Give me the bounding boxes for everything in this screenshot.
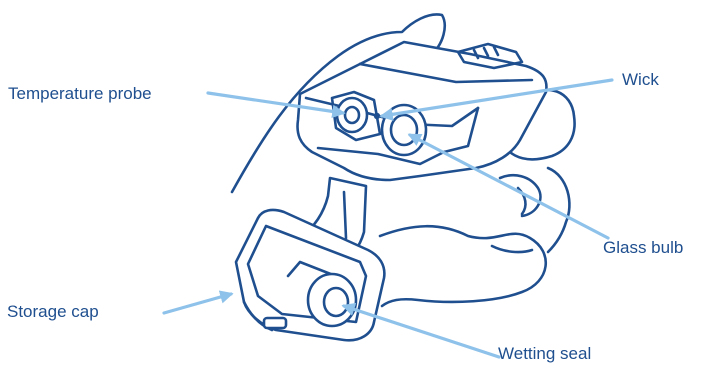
storage-cap-tab bbox=[262, 316, 288, 330]
temperature-probe-label: Temperature probe bbox=[8, 84, 152, 103]
temperature-probe-tip bbox=[343, 105, 361, 125]
display-glyph-3 bbox=[492, 45, 500, 57]
fingers-outline bbox=[378, 224, 547, 308]
callout-labels: Temperature probe Wick Glass bulb Storag… bbox=[7, 70, 683, 363]
head-cutout bbox=[330, 90, 382, 142]
display-window bbox=[456, 42, 524, 70]
head-bottom-edge bbox=[316, 146, 446, 166]
temperature-probe-leader bbox=[206, 91, 346, 119]
head-top-face bbox=[358, 62, 534, 84]
head-right-edge bbox=[442, 106, 480, 154]
wick-point bbox=[373, 112, 381, 120]
finger-crease-3 bbox=[516, 186, 527, 216]
wetting-seal-leader bbox=[341, 302, 501, 359]
wick-label: Wick bbox=[622, 70, 659, 89]
glass-bulb-label: Glass bulb bbox=[603, 238, 683, 257]
display-glyph-2 bbox=[482, 46, 490, 58]
handle-inner-line bbox=[342, 190, 348, 240]
thumb-outline bbox=[546, 166, 571, 254]
device-illustration bbox=[230, 13, 576, 342]
wick-leader bbox=[379, 78, 614, 121]
storage-cap-leader bbox=[162, 290, 234, 315]
display-glyph-1 bbox=[472, 48, 480, 60]
glass-bulb-leader bbox=[407, 133, 610, 240]
callout-leaders bbox=[162, 78, 614, 359]
finger-crease-1 bbox=[498, 174, 542, 218]
wetting-seal-inner bbox=[322, 286, 350, 318]
hand-back-outline bbox=[498, 88, 576, 161]
finger-crease-2 bbox=[490, 244, 534, 254]
storage-cap-label: Storage cap bbox=[7, 302, 99, 321]
glass-bulb bbox=[389, 113, 419, 147]
wetting-seal-label: Wetting seal bbox=[498, 344, 591, 363]
storage-cap-rim bbox=[246, 224, 368, 324]
